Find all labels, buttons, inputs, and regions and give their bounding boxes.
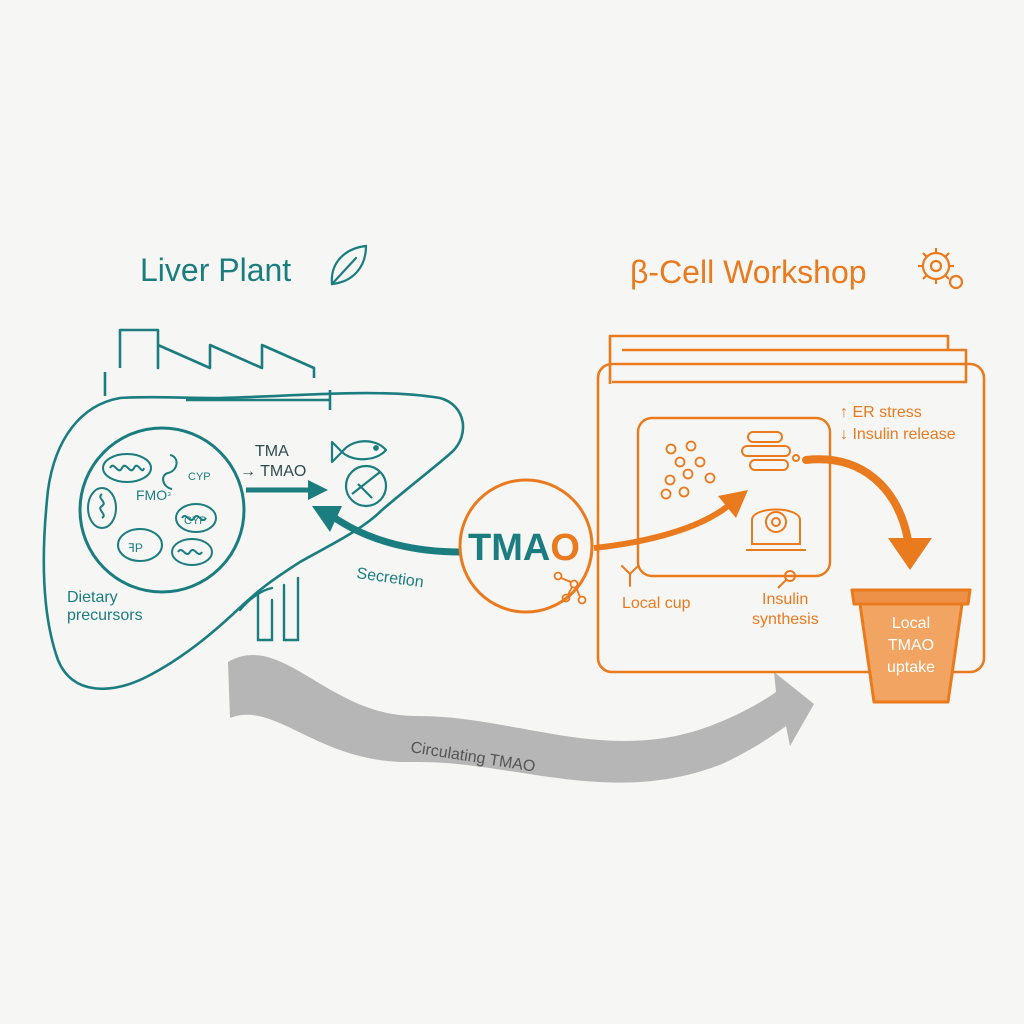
factory-roofline <box>103 372 332 410</box>
beta-cell-workshop: β-Cell Workshop ↑ ER stress ↓ Insulin re… <box>596 248 986 704</box>
circulating-tmao-arrow: Circulating TMAO <box>228 654 814 783</box>
local-tmao-cup: Local TMAO uptake <box>850 588 972 704</box>
cell-interior-panel <box>636 416 832 578</box>
insulin-line-1: Insulin <box>762 591 808 608</box>
cup-line-3: uptake <box>887 659 935 676</box>
secretion-arrow: Secretion <box>312 506 461 591</box>
organelle-label-1: ꟻP <box>128 541 143 555</box>
workshop-back-frame <box>608 334 968 384</box>
enzyme-cyp-label: CYP <box>188 471 211 483</box>
enzyme-fmo-label: FMO₃ <box>136 487 171 503</box>
mitochondrion-icon <box>87 453 217 566</box>
er-stack-icon <box>741 431 800 471</box>
effect-er-stress: ↑ ER stress <box>840 404 922 421</box>
liver-plant-title: Liver Plant <box>140 252 291 288</box>
liver-outline <box>42 391 465 691</box>
organelle-label-2: CYP <box>184 515 207 527</box>
secretion-label: Secretion <box>355 565 424 591</box>
receptor-icon <box>621 565 639 587</box>
granules-icon <box>660 440 716 500</box>
vesicle-icon <box>777 570 796 589</box>
workshop-frame <box>596 362 986 674</box>
hepatocyte-inset <box>78 426 246 594</box>
cup-line-2: TMAO <box>888 637 934 654</box>
conversion-label-tmao: → TMAO <box>240 463 306 480</box>
beta-cell-title: β-Cell Workshop <box>630 254 867 290</box>
cup-line-1: Local <box>892 615 930 632</box>
local-cup-label: Local cup <box>622 595 691 612</box>
gear-icon <box>918 248 964 290</box>
insulin-line-2: synthesis <box>752 611 819 628</box>
effect-insulin-release: ↓ Insulin release <box>840 426 956 443</box>
tmao-hub-label: TMAO <box>468 527 580 569</box>
uptake-arrow <box>593 490 748 551</box>
factory-roof <box>118 328 316 378</box>
fish-icon <box>330 440 388 508</box>
liver-plant: Liver Plant FMO₃ <box>42 244 465 691</box>
tmao-hub: TMAO <box>458 478 594 614</box>
molecule-icon <box>553 571 587 605</box>
leaf-icon <box>330 244 368 286</box>
cup-arrow <box>802 455 932 570</box>
precursors-line-1: Dietary <box>67 589 118 606</box>
bile-duct <box>238 576 300 642</box>
insulin-synthesis-icon <box>746 508 806 551</box>
conversion-label-tma: TMA <box>255 443 289 460</box>
precursors-line-2: precursors <box>67 607 143 624</box>
